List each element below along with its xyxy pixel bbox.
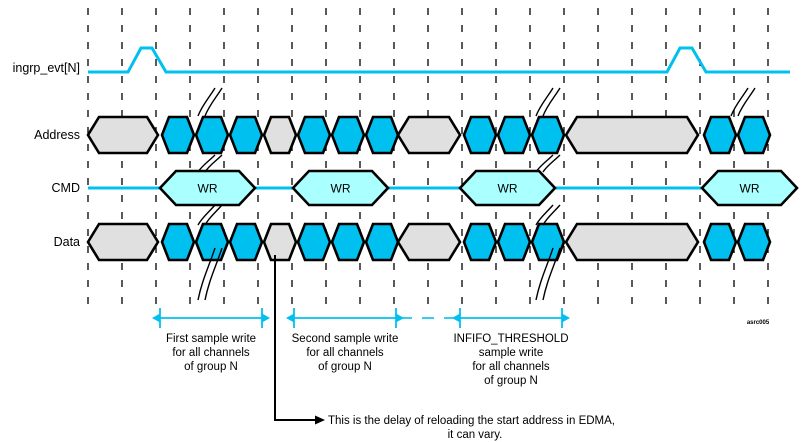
signal-label-cmd: CMD [52,181,80,195]
data-cell-9 [462,222,498,262]
address-cell-9 [462,115,498,155]
break-mark-1-address-top-stroke-1 [204,87,223,117]
address-cell-14 [736,115,772,155]
cmd-box-label-3: WR [740,182,760,196]
cmd-box-label-1: WR [331,182,351,196]
signal-label-data: Data [54,235,80,249]
address-cell-7 [364,115,400,155]
address-cell-3 [228,115,264,155]
signal-label-address: Address [34,128,80,142]
data-cell-3 [228,222,264,262]
break-mark-2-cmd-bottom-stroke-1 [542,204,561,226]
address-waveform [86,115,772,155]
signal-label-ingrp-evt: ingrp_evt[N] [13,61,80,75]
data-cell-13 [702,222,738,262]
second-sample-write-text-line-0: Second sample write [292,333,399,345]
data-cell-1 [160,222,196,262]
second-sample-write-text-line-2: of group N [318,361,372,373]
address-cell-13 [702,115,738,155]
infifo-threshold-sample-write-text-line-3: of group N [484,375,538,387]
address-cell-8 [396,115,462,155]
ingrp-evt-waveform [88,46,790,74]
break-mark-1-data-top-stroke-0 [197,247,216,301]
callout-line-1: This is the delay of reloading the start… [328,415,615,427]
data-cell-7 [364,222,400,262]
cmd-box-label-0: WR [198,182,218,196]
break-mark-2-address-top-stroke-0 [535,87,554,117]
break-marks [197,87,756,301]
address-cell-12 [564,115,700,155]
cmd-box-label-2: WR [498,182,518,196]
break-mark-2-data-top-stroke-0 [535,247,554,301]
callout-line-2: it can vary. [448,429,503,441]
first-sample-write-text-line-0: First sample write [166,333,256,345]
second-sample-write-text-line-1: for all channels [306,347,384,359]
break-mark-1-address-bottom-stroke-0 [197,154,216,173]
break-mark-2-address-bottom-stroke-0 [535,154,554,173]
data-cell-4 [262,222,298,262]
annotations: First sample write for all channels of gro… [152,308,570,387]
data-cell-5 [296,222,332,262]
data-cell-6 [330,222,366,262]
data-cell-0 [86,222,160,262]
infifo-threshold-sample-write-text-line-2: for all channels [472,361,550,373]
break-mark-1-address-top-stroke-0 [197,87,216,117]
address-cell-0 [86,115,160,155]
cmd-box-1 [291,169,390,207]
address-cell-6 [330,115,366,155]
data-cell-10 [496,222,532,262]
infifo-threshold-sample-write-text-line-1: sample write [479,347,544,359]
break-mark-2-cmd-bottom-stroke-0 [535,204,554,226]
edma-delay-callout [274,255,325,425]
address-cell-10 [496,115,532,155]
address-cell-11 [530,115,566,155]
ingrp-evt-pulse-trace [88,46,790,74]
break-mark-2-address-top-stroke-1 [542,87,561,117]
edma-delay-callout-line [274,255,325,425]
break-mark-3-address-top-stroke-1 [737,87,756,117]
cmd-box-3 [700,169,799,207]
break-mark-2-data-top-stroke-1 [542,247,561,301]
address-cell-2 [194,115,230,155]
address-cell-1 [160,115,196,155]
edma-delay-callout-text: This is the delay of reloading the start… [328,415,615,441]
data-cell-12 [564,222,700,262]
first-sample-write-text-line-1: for all channels [172,347,250,359]
cmd-waveform [88,169,799,207]
address-cell-5 [296,115,332,155]
break-mark-1-address-bottom-stroke-1 [204,154,223,173]
break-mark-3-address-top-stroke-0 [730,87,749,117]
break-mark-2-address-bottom-stroke-1 [542,154,561,173]
cmd-box-2 [458,169,557,207]
cmd-box-labels: WR WR WR WR [198,182,760,196]
signal-labels: ingrp_evt[N] Address CMD Data [13,61,80,249]
figure-id-label: asrc005 [747,320,770,326]
address-cell-4 [262,115,298,155]
data-cell-2 [194,222,230,262]
break-mark-1-data-top-stroke-1 [204,247,223,301]
data-waveform [86,222,772,262]
data-cell-11 [530,222,566,262]
cmd-box-0 [158,169,257,207]
first-sample-write-text-line-2: of group N [184,361,238,373]
break-mark-1-cmd-bottom-stroke-0 [197,204,216,226]
data-cell-14 [736,222,772,262]
infifo-threshold-sample-write-text-line-0: INFIFO_THRESHOLD [453,333,568,345]
break-mark-1-cmd-bottom-stroke-1 [204,204,223,226]
data-cell-8 [396,222,462,262]
